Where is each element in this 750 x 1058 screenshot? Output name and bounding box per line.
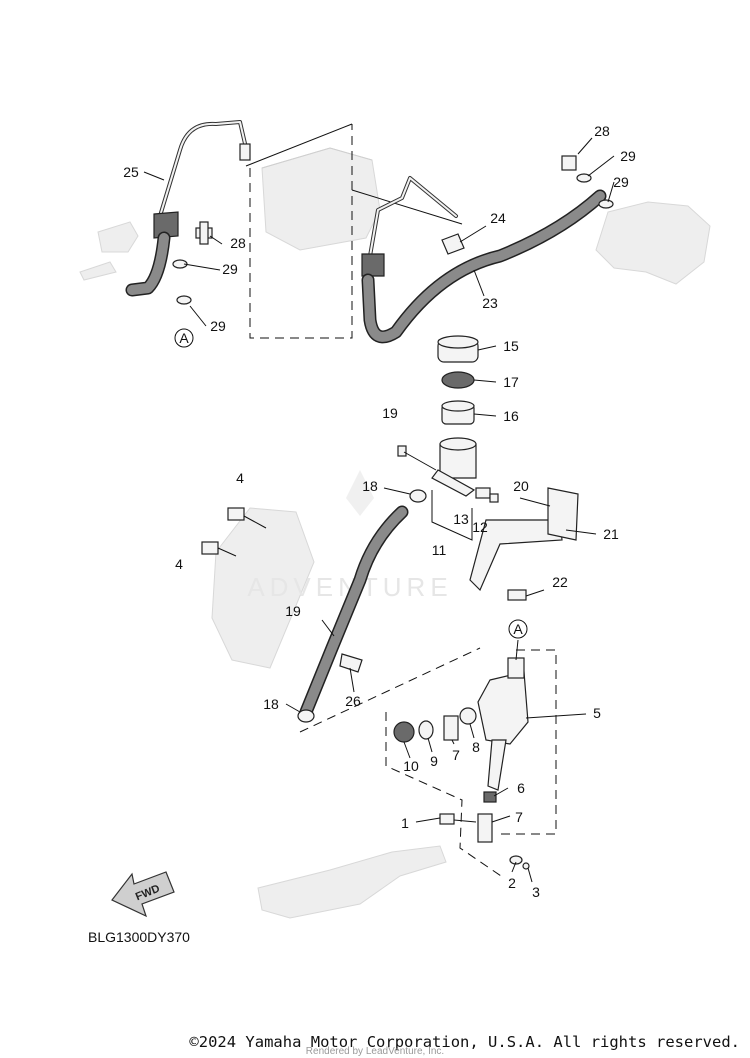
callout-label: 28 [594, 123, 610, 139]
callout-label: 6 [517, 780, 525, 796]
callout-label: 25 [123, 164, 139, 180]
gasket-29-left [172, 259, 192, 305]
hose-clip-18-bottom [297, 709, 315, 723]
union-bolt-28-left [195, 221, 213, 245]
callout-label: 3 [532, 884, 540, 900]
connector-mark-a-top: A [174, 328, 194, 348]
callout-label: 12 [472, 519, 488, 535]
hose-joint-right [361, 253, 385, 277]
brake-hose-left [125, 231, 171, 297]
callout-label: 19 [285, 603, 301, 619]
diaphragm-holder-16 [441, 400, 475, 425]
bolt-4-top [227, 507, 267, 529]
callout-label: 7 [515, 809, 523, 825]
bolt-12-13-14 [431, 487, 499, 541]
callout-label: 29 [613, 174, 629, 190]
clevis-7 [477, 813, 493, 843]
ghost-caliper-rear [595, 201, 711, 285]
hose-clip-18-top [409, 489, 427, 503]
callout-label: 28 [230, 235, 246, 251]
ghost-abs-unit [261, 147, 381, 251]
callout-label: 11 [432, 542, 447, 558]
ghost-frame-left [79, 221, 139, 281]
hose-clamp-27 [339, 653, 363, 673]
union-bolt-28-right [561, 155, 614, 209]
hose-19 [299, 505, 409, 719]
master-cylinder-frame [299, 647, 557, 879]
callout-label: 17 [503, 374, 519, 390]
reservoir-tank [431, 437, 477, 497]
connector-mark-a-bottom: A [508, 619, 528, 639]
callout-label: 4 [175, 556, 183, 572]
callout-label: 16 [503, 408, 519, 424]
callout-label: 9 [430, 753, 438, 769]
forward-arrow-icon: FWD [111, 871, 175, 918]
reservoir-cap-15 [437, 335, 479, 363]
callout-label: 19 [382, 405, 398, 421]
callout-label: 18 [263, 696, 279, 712]
bolt-21 [397, 445, 437, 471]
callout-label: 29 [222, 261, 238, 277]
rendered-by-text: Rendered by LeadVenture, Inc. [305, 1046, 445, 1057]
callout-label: 2 [508, 875, 516, 891]
callout-label: 1 [401, 815, 409, 831]
callout-label: 10 [403, 758, 419, 774]
bolt-1 [439, 813, 477, 825]
brake-pipe-rear [368, 176, 458, 258]
callout-label: 4 [236, 470, 244, 486]
callout-label: 21 [603, 526, 619, 542]
diagram-code: BLG1300DY370 [88, 929, 190, 945]
bolt-4-bottom [201, 541, 237, 557]
master-cylinder-5 [477, 657, 529, 791]
callout-label: 20 [513, 478, 529, 494]
ghost-brake-pedal [257, 845, 447, 919]
ghost-frame-bracket [211, 507, 315, 669]
callout-label: 18 [362, 478, 378, 494]
callout-label: 7 [452, 747, 460, 763]
cotter-pin-2-3 [509, 855, 530, 870]
callout-label: 29 [210, 318, 226, 334]
hose-clamp-24 [441, 233, 465, 255]
rod-20-23 [469, 487, 579, 601]
callout-label: 5 [593, 705, 601, 721]
callout-label: 8 [472, 739, 480, 755]
svg-text:A: A [513, 621, 523, 637]
leader-lines [143, 137, 615, 883]
brake-pipe-26 [158, 120, 251, 218]
abs-unit-frame [245, 123, 463, 339]
boot-6 [483, 791, 497, 803]
callout-labels: 25 28 29 29 24 23 28 29 29 15 17 16 19 1… [123, 123, 636, 900]
callout-label: 24 [490, 210, 506, 226]
copyright-notice: ©2024 Yamaha Motor Corporation, U.S.A. A… [189, 1033, 740, 1051]
callout-label: 13 [453, 511, 469, 527]
callout-label: 29 [620, 148, 636, 164]
hose-joint-left [153, 211, 179, 239]
callout-label: 15 [503, 338, 519, 354]
diaphragm-17 [441, 371, 475, 389]
brake-hose-25 [361, 189, 607, 344]
callout-label: 26 [345, 693, 361, 709]
piston-kit-8-11 [393, 707, 477, 743]
callout-label: 22 [552, 574, 568, 590]
svg-text:A: A [179, 330, 189, 346]
callout-label: 23 [482, 295, 498, 311]
